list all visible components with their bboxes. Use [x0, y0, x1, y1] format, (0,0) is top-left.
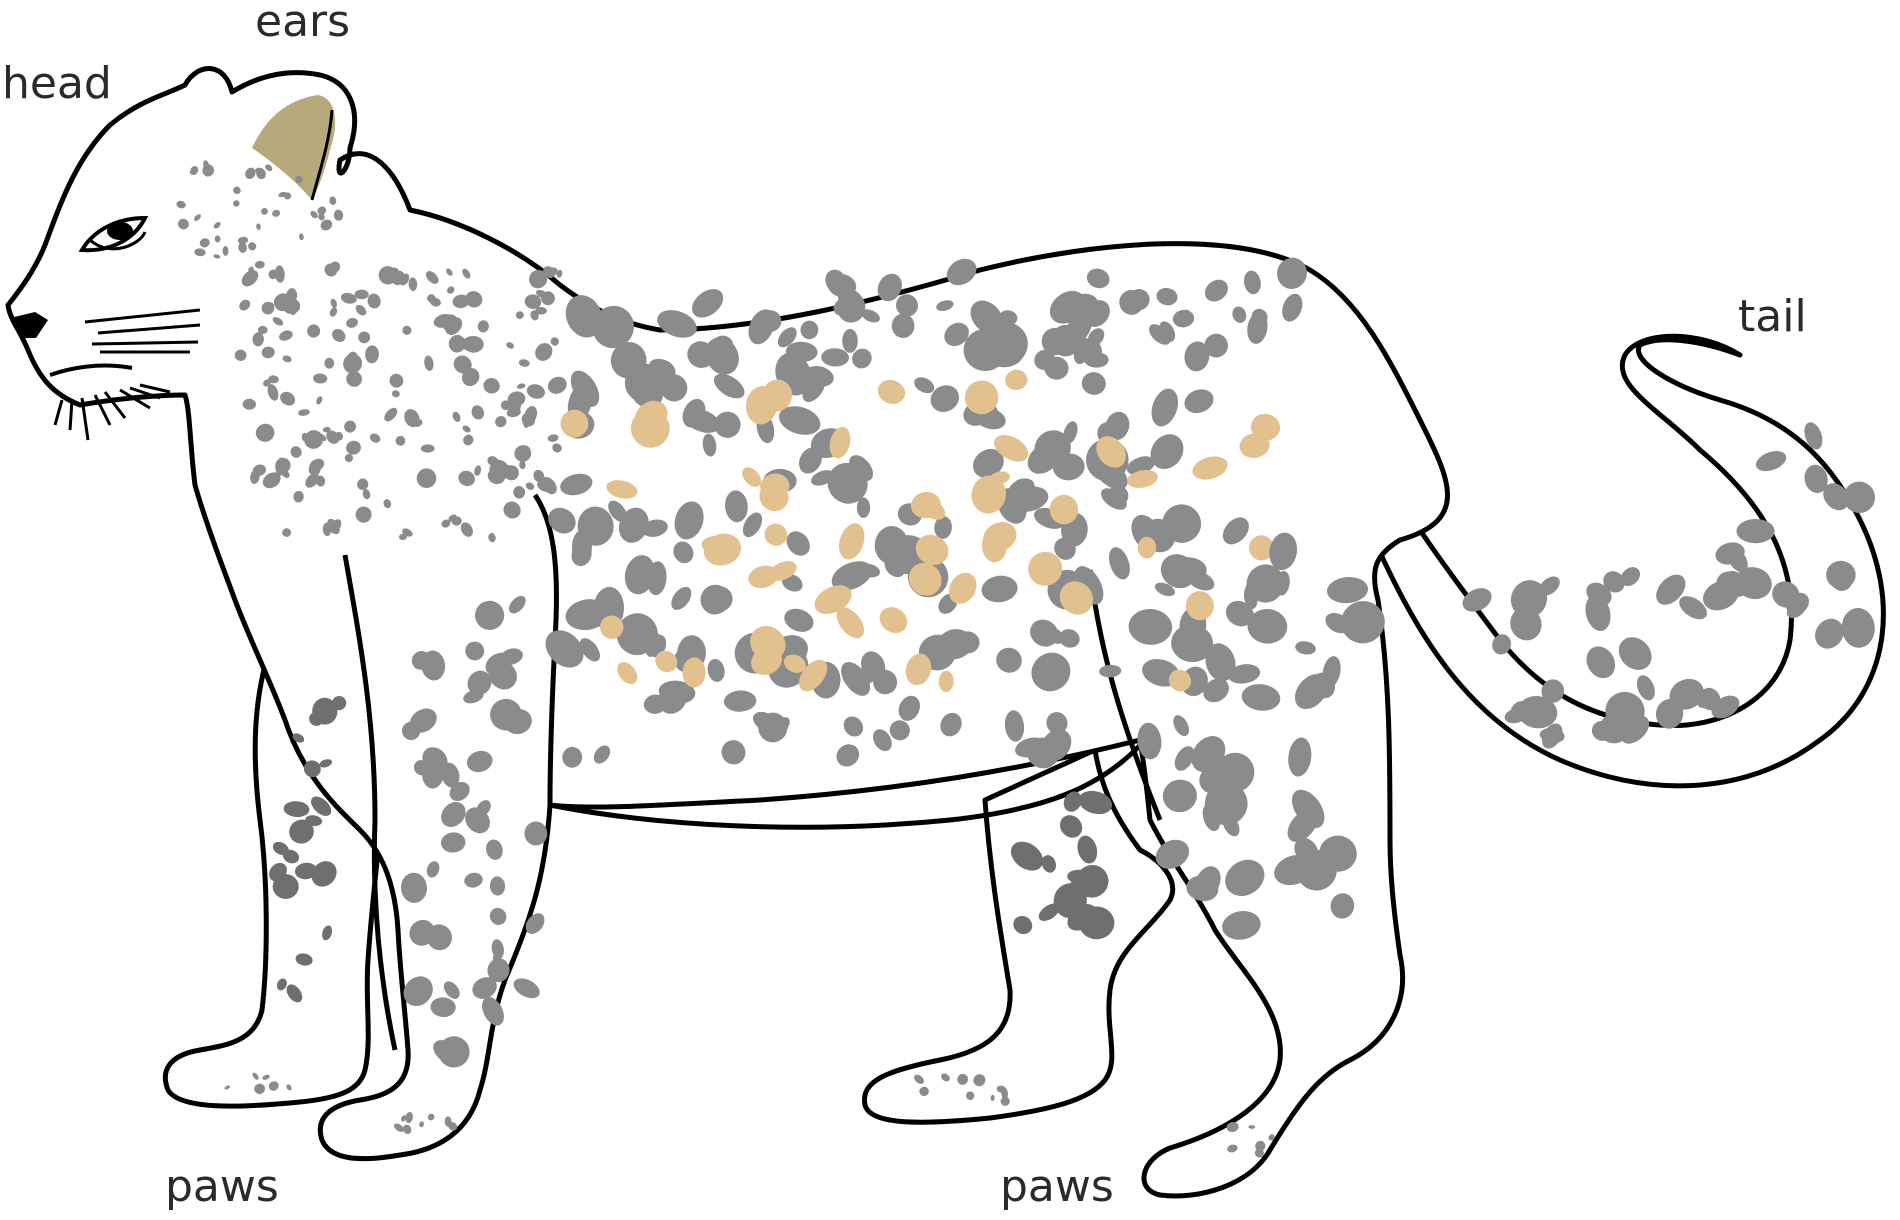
- tail-spot: [1581, 641, 1621, 683]
- body-outline: [8, 69, 1448, 1196]
- back-far-leg: [864, 750, 1172, 1122]
- rosette-center: [1138, 537, 1156, 559]
- label-paws-front: paws: [165, 1165, 279, 1209]
- tail-spot: [1612, 631, 1658, 677]
- front-leg-spot: [510, 974, 543, 1002]
- face-spot: [223, 246, 229, 256]
- neck-spot: [421, 444, 435, 452]
- eye-pupil: [107, 222, 133, 240]
- label-head: head: [2, 62, 112, 106]
- body-spot: [687, 283, 729, 323]
- label-ears: ears: [255, 0, 350, 44]
- body-spot: [857, 498, 870, 518]
- far-front-leg-spot: [273, 874, 299, 899]
- tail-tip-spot: [1737, 519, 1775, 543]
- body-spot: [842, 329, 858, 353]
- label-paws-back: paws: [1000, 1165, 1114, 1209]
- label-tail: tail: [1738, 295, 1807, 339]
